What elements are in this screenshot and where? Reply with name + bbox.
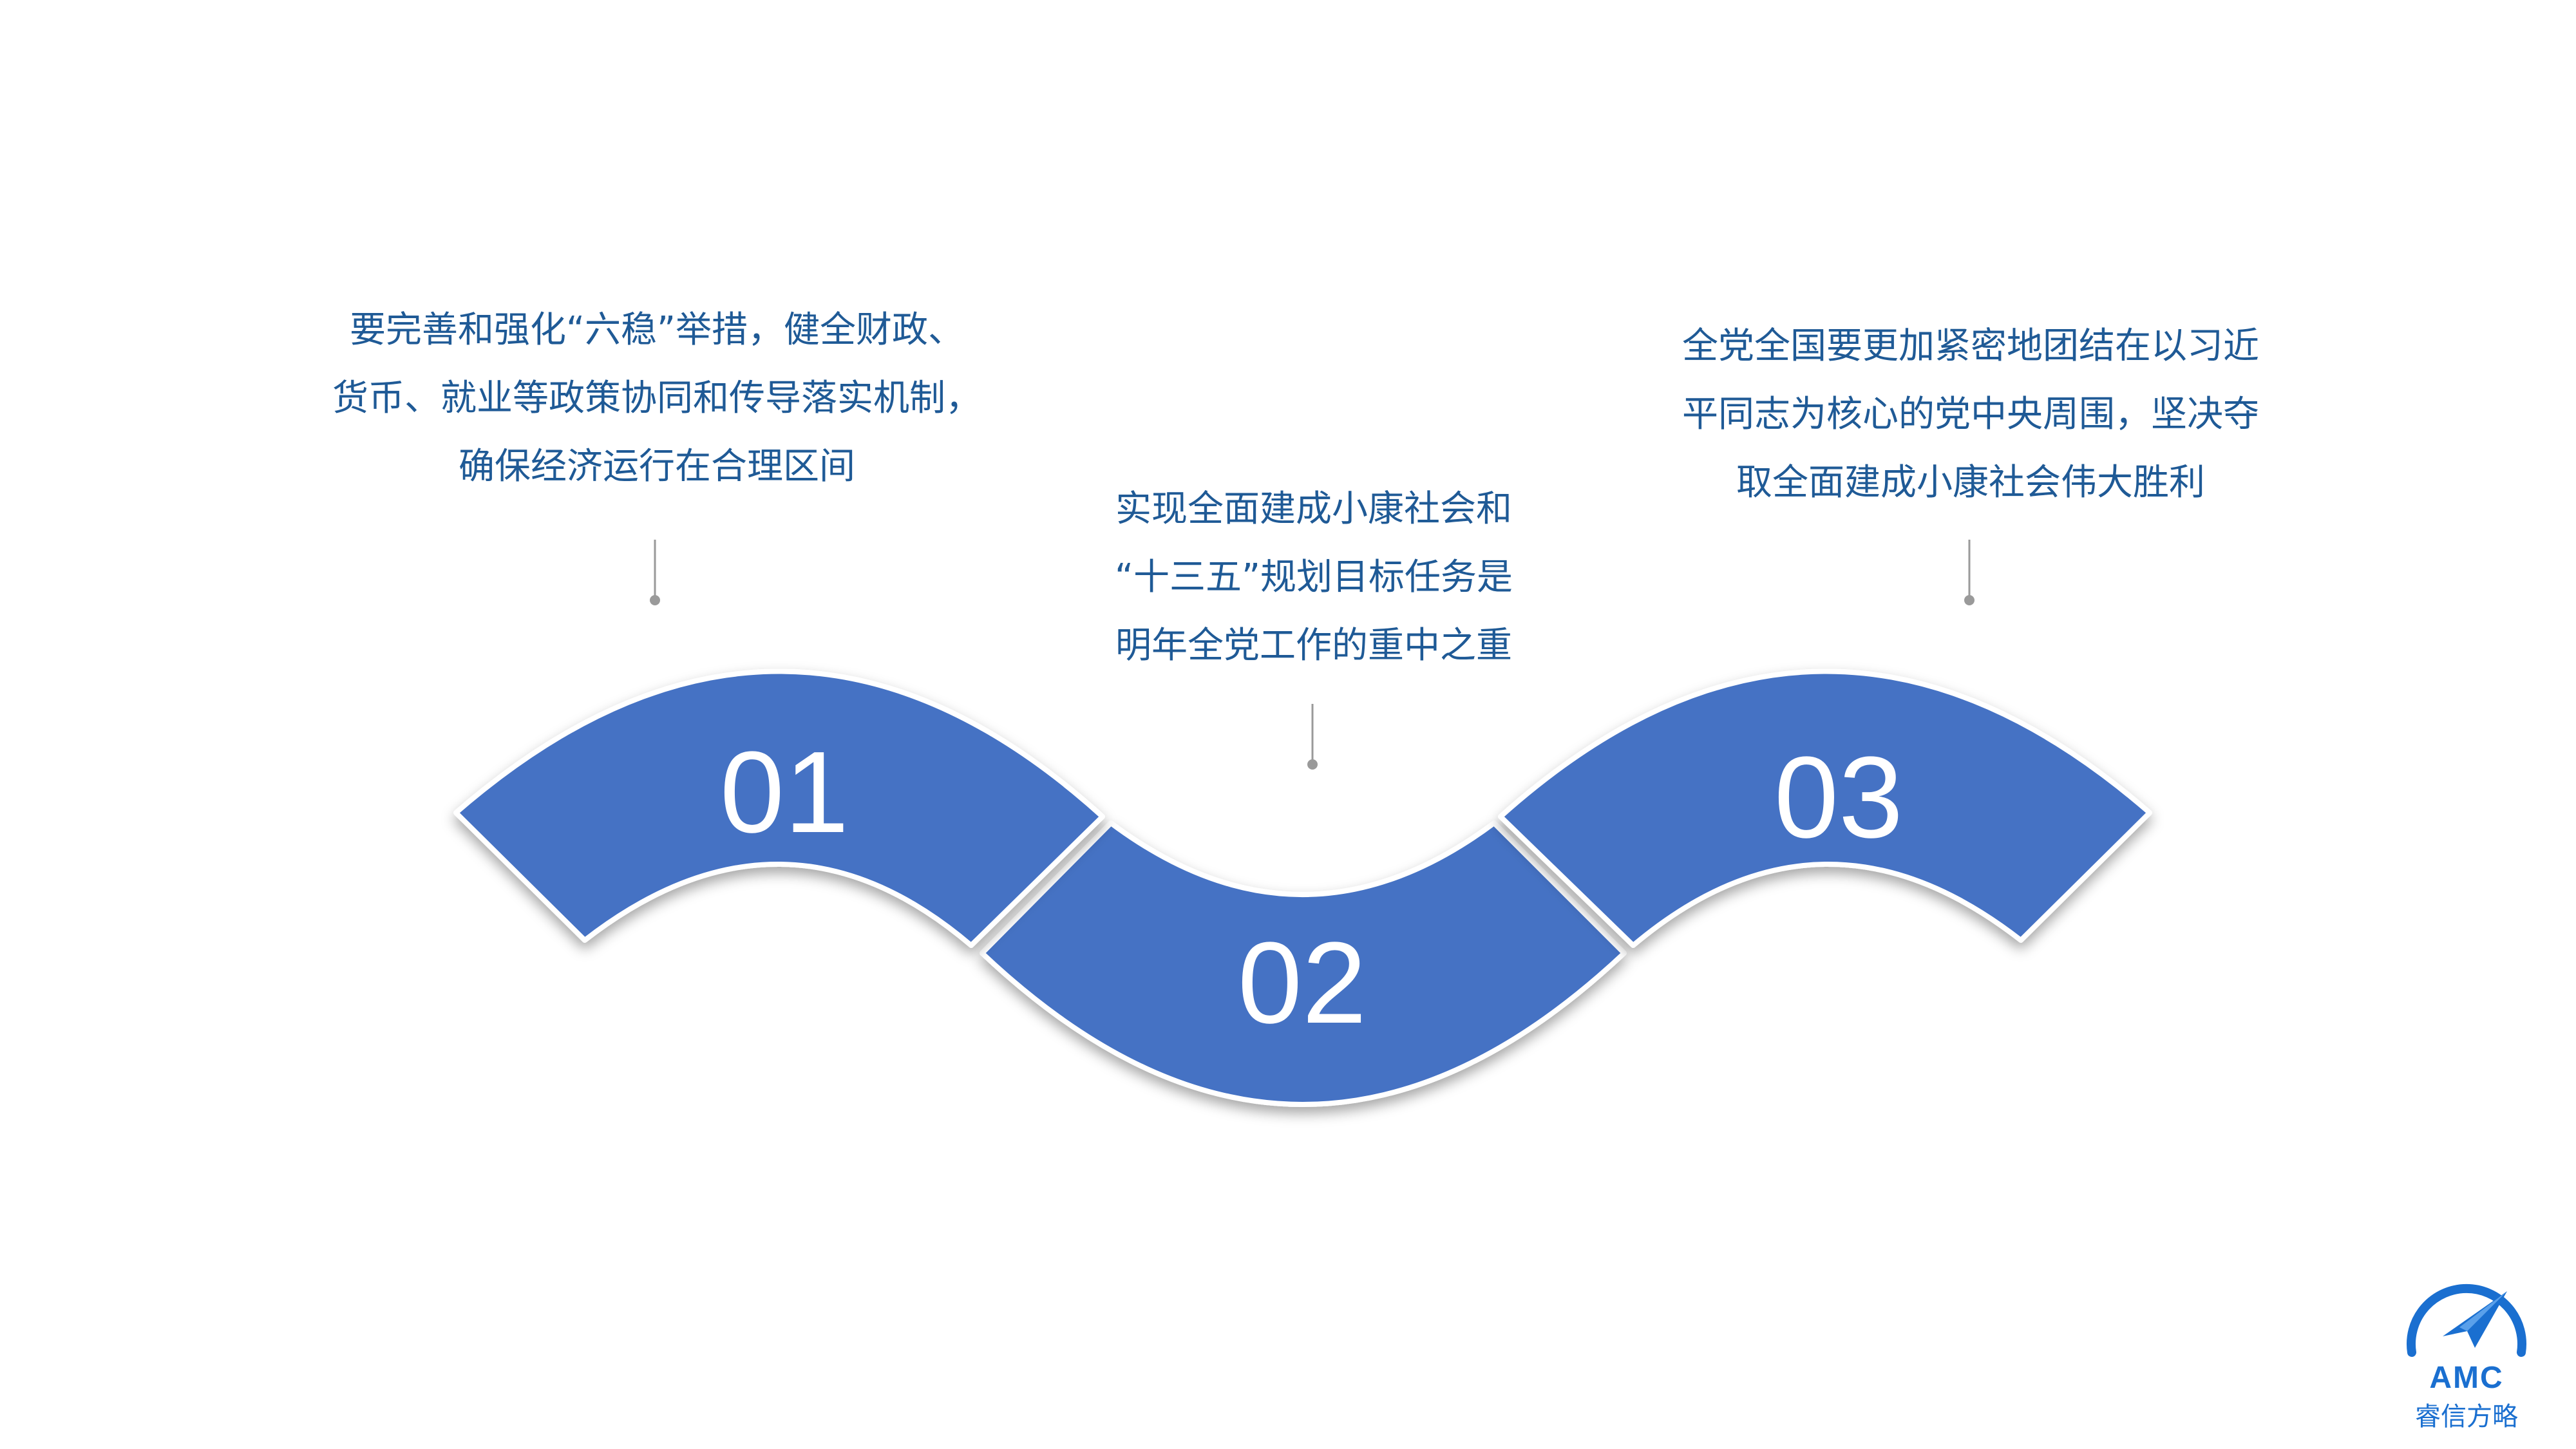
- step-text-01: 要完善和强化“六稳”举措，健全财政、 货币、就业等政策协同和传导落实机制， 确保…: [309, 296, 1005, 501]
- step-text-01-line-1: 要完善和强化“六稳”举措，健全财政、: [349, 309, 965, 351]
- segment-03: [1498, 668, 2152, 948]
- step-text-02-line-3: 明年全党工作的重中之重: [1115, 625, 1512, 667]
- step-text-02-line-2: “十三五”规划目标任务是: [1114, 556, 1513, 598]
- step-text-01-line-3: 确保经济运行在合理区间: [459, 446, 855, 488]
- speedometer-plane-icon: [2407, 1284, 2526, 1357]
- segment-01: [453, 668, 1105, 948]
- step-number-02: 02: [1238, 918, 1367, 1048]
- segment-02: [980, 820, 1627, 1107]
- step-text-03: 全党全国要更加紧密地团结在以习近 平同志为核心的党中央周围，坚决夺 取全面建成小…: [1623, 312, 2318, 517]
- step-number-03: 03: [1774, 733, 1903, 862]
- step-text-02: 实现全面建成小康社会和 “十三五”规划目标任务是 明年全党工作的重中之重: [966, 475, 1662, 680]
- step-text-03-line-2: 平同志为核心的党中央周围，坚决夺: [1682, 393, 2259, 435]
- connector-3: [1964, 540, 1975, 605]
- logo-abbreviation: AMC: [2429, 1361, 2504, 1395]
- connector-2: [1307, 704, 1318, 770]
- connector-1: [650, 540, 660, 605]
- step-number-01: 01: [720, 728, 849, 857]
- step-text-03-line-3: 取全面建成小康社会伟大胜利: [1736, 462, 2205, 504]
- company-logo: AMC 睿信方略: [2392, 1272, 2541, 1433]
- logo-company-name: 睿信方略: [2415, 1403, 2518, 1431]
- step-text-01-line-2: 货币、就业等政策协同和传导落实机制，: [332, 377, 981, 419]
- step-text-02-line-1: 实现全面建成小康社会和: [1115, 488, 1512, 530]
- step-text-03-line-1: 全党全国要更加紧密地团结在以习近: [1682, 325, 2259, 367]
